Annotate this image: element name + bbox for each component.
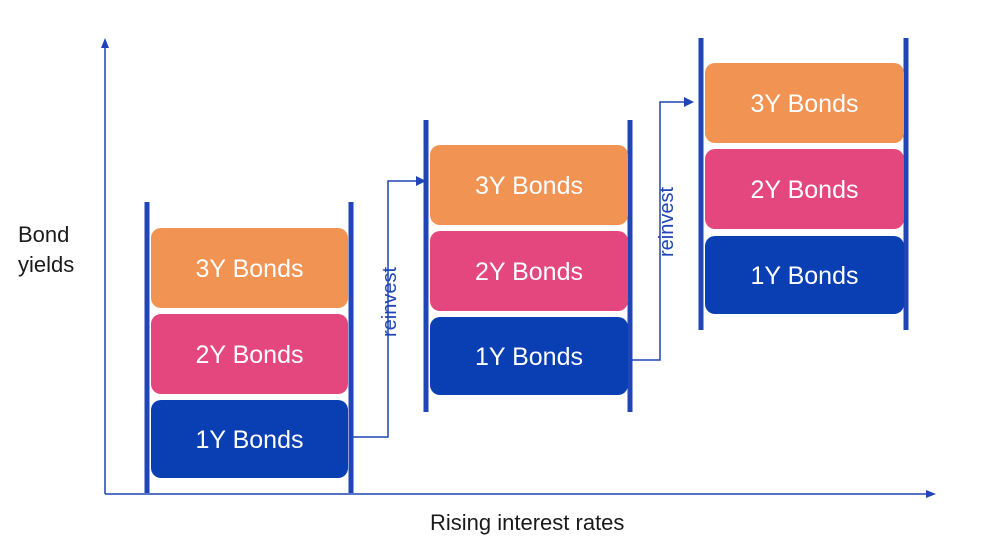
reinvest-arrow-2-label: reinvest	[656, 187, 678, 257]
ladder-2-2y-bonds-label: 2Y Bonds	[475, 258, 583, 286]
ladder-1-1y-bonds-block	[151, 400, 348, 478]
y-axis-label-line1: Bond	[18, 222, 70, 247]
reinvest-arrow-2-line	[630, 101, 686, 361]
ladder-1-3y-bonds-label: 3Y Bonds	[196, 255, 304, 283]
ladder-3-3y-bonds-label: 3Y Bonds	[751, 90, 859, 118]
reinvest-arrow-2-head	[684, 97, 694, 107]
y-axis-label: Bond yields	[18, 220, 98, 280]
ladder-2-1y-bonds-label: 1Y Bonds	[475, 343, 583, 371]
ladder-2-3y-bonds-block	[430, 145, 628, 225]
x-axis-label: Rising interest rates	[430, 510, 625, 535]
y-axis-arrowhead	[101, 38, 109, 48]
reinvest-arrow-1-line	[351, 180, 418, 438]
ladder-1-2y-bonds-block	[151, 314, 348, 394]
ladder-2-1y-bonds-block	[430, 317, 628, 395]
ladder-1-1y-bonds-label: 1Y Bonds	[196, 426, 304, 454]
ladder-1-3y-bonds-block	[151, 228, 348, 308]
ladder-3-2y-bonds-label: 2Y Bonds	[751, 176, 859, 204]
ladder-3-1y-bonds-label: 1Y Bonds	[751, 262, 859, 290]
x-axis-arrowhead	[926, 490, 936, 498]
reinvest-arrow-1-head	[416, 176, 426, 186]
ladder-1-2y-bonds-label: 2Y Bonds	[196, 341, 304, 369]
reinvest-arrow-1-label: reinvest	[379, 267, 401, 337]
ladder-2-3y-bonds-label: 3Y Bonds	[475, 172, 583, 200]
ladder-3-3y-bonds-block	[705, 63, 904, 143]
y-axis-label-line2: yields	[18, 252, 75, 277]
ladder-2-2y-bonds-block	[430, 231, 628, 311]
ladder-3-1y-bonds-block	[705, 236, 904, 314]
ladder-3-2y-bonds-block	[705, 149, 904, 229]
